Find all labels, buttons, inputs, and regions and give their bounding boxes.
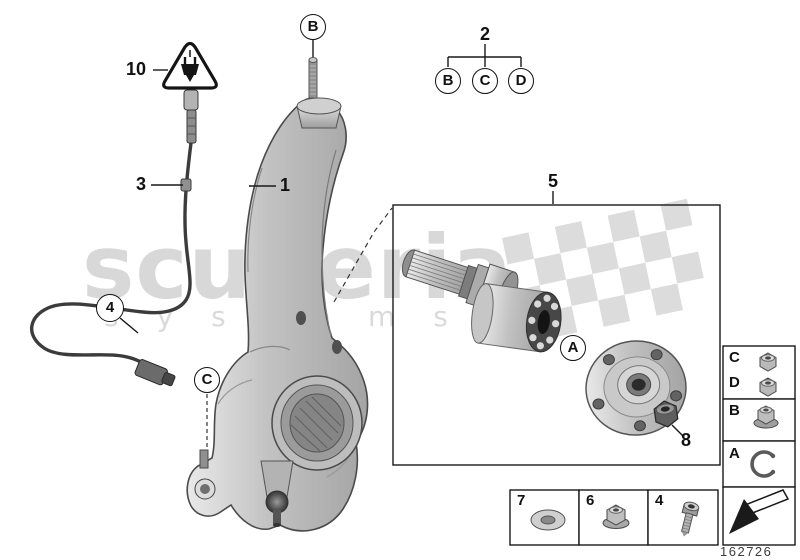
kit2-circle-D[interactable]: D bbox=[508, 68, 534, 94]
callout-circle-4[interactable]: 4 bbox=[96, 294, 124, 322]
warning-triangle-plug-icon bbox=[162, 41, 218, 90]
kit2-circle-B[interactable]: B bbox=[435, 68, 461, 94]
callout-circle-C[interactable]: C bbox=[194, 367, 220, 393]
steering-knuckle bbox=[186, 57, 369, 532]
fastener-cell-label-6[interactable]: 6 bbox=[586, 492, 595, 509]
callout-circle-B-top[interactable]: B bbox=[300, 14, 326, 40]
callout-circle-A[interactable]: A bbox=[560, 335, 586, 361]
callout-10[interactable]: 10 bbox=[126, 59, 147, 79]
hex-nut-icon-D bbox=[759, 377, 777, 397]
legend-table bbox=[722, 345, 796, 546]
washer-icon bbox=[530, 509, 566, 531]
direction-arrow-icon bbox=[729, 489, 790, 534]
hub-nut bbox=[653, 400, 679, 428]
fastener-cell-label-4[interactable]: 4 bbox=[655, 492, 664, 509]
callout-3[interactable]: 3 bbox=[136, 174, 147, 194]
fastener-cell-label-7[interactable]: 7 bbox=[517, 492, 526, 509]
lower-stud bbox=[199, 449, 209, 469]
wheel-hub bbox=[585, 340, 687, 436]
detail-box-5 bbox=[392, 204, 721, 466]
legend-label-A: A bbox=[729, 445, 740, 462]
fastener-cells bbox=[509, 489, 719, 546]
flange-nut-icon-6 bbox=[602, 504, 630, 529]
legend-label-D: D bbox=[729, 374, 740, 391]
kit2-circle-C[interactable]: C bbox=[472, 68, 498, 94]
hex-nut-icon-C bbox=[759, 352, 777, 372]
callout-1[interactable]: 1 bbox=[280, 175, 291, 195]
callout-8[interactable]: 8 bbox=[681, 430, 692, 450]
legend-label-B: B bbox=[729, 402, 740, 419]
callout-2[interactable]: 2 bbox=[480, 24, 491, 44]
snap-ring-icon-A bbox=[750, 450, 776, 478]
sensor-connector bbox=[183, 89, 199, 144]
socket-screw-icon bbox=[680, 501, 700, 537]
drawing-number: 162726 bbox=[720, 544, 773, 559]
projection-dashed-line bbox=[333, 207, 393, 303]
legend-label-C: C bbox=[729, 349, 740, 366]
callout-5[interactable]: 5 bbox=[548, 171, 559, 191]
wheel-speed-sensor-head bbox=[134, 359, 176, 387]
flange-nut-icon-B bbox=[753, 405, 779, 429]
wheel-bearing bbox=[471, 283, 562, 353]
abs-sensor-cable bbox=[30, 141, 193, 387]
leader-lines bbox=[119, 40, 684, 437]
